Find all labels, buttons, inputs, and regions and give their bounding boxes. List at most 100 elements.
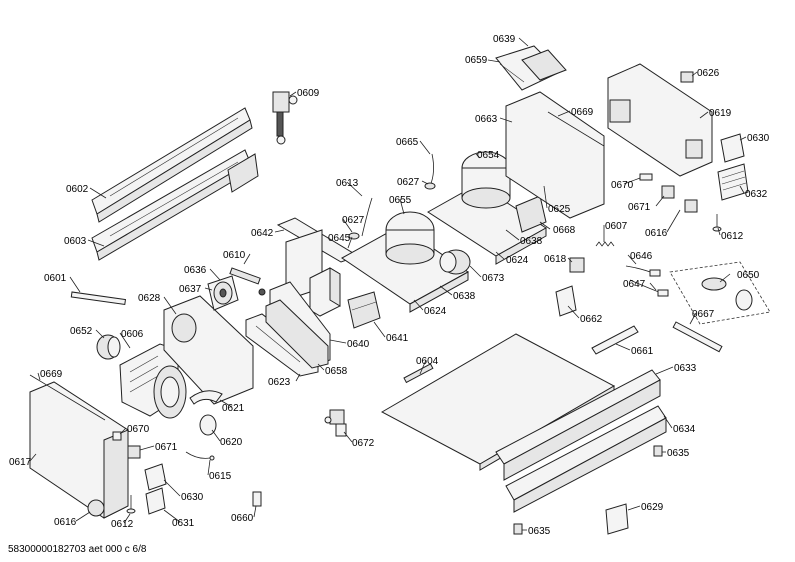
compressor-base-left bbox=[341, 225, 469, 313]
heater-assembly bbox=[669, 261, 771, 325]
part-label-0619: 0619 bbox=[709, 108, 732, 119]
part-label-0641: 0641 bbox=[386, 333, 409, 344]
part-label-0612: 0612 bbox=[111, 519, 134, 530]
cover-lower bbox=[144, 463, 167, 491]
part-label-0601: 0601 bbox=[44, 273, 67, 284]
part-label-0669: 0669 bbox=[571, 107, 594, 118]
fan-housing bbox=[119, 343, 187, 419]
part-label-0660: 0660 bbox=[231, 513, 254, 524]
part-label-0663: 0663 bbox=[475, 114, 498, 125]
part-label-0626: 0626 bbox=[697, 68, 720, 79]
knob-lower bbox=[87, 499, 105, 517]
document-id: 58300000182703 aet 000 c 6/8 bbox=[8, 544, 147, 555]
part-label-0671: 0671 bbox=[155, 442, 178, 453]
part-label-0630: 0630 bbox=[181, 492, 204, 503]
part-label-0662: 0662 bbox=[580, 314, 603, 325]
part-label-0667: 0667 bbox=[692, 309, 715, 320]
part-label-0631: 0631 bbox=[172, 518, 195, 529]
part-label-0670: 0670 bbox=[127, 424, 150, 435]
part-label-0630: 0630 bbox=[747, 133, 770, 144]
part-label-0665: 0665 bbox=[396, 137, 419, 148]
part-label-0610: 0610 bbox=[223, 250, 246, 261]
mounting-bracket bbox=[605, 503, 629, 535]
clip-lower bbox=[112, 431, 122, 441]
grommet-upper bbox=[424, 182, 436, 190]
part-label-0669: 0669 bbox=[40, 369, 63, 380]
part-label-0623: 0623 bbox=[268, 377, 291, 388]
compressor-right bbox=[461, 151, 511, 209]
rear-panel bbox=[505, 91, 605, 219]
bracket-lower bbox=[127, 445, 141, 459]
part-label-0602: 0602 bbox=[66, 184, 89, 195]
board-frame bbox=[265, 299, 329, 369]
bracket-upper bbox=[661, 185, 675, 199]
part-label-0632: 0632 bbox=[745, 189, 768, 200]
end-cap-bottom bbox=[513, 523, 523, 535]
part-label-0615: 0615 bbox=[209, 471, 232, 482]
trim-strip-upper bbox=[91, 107, 253, 223]
switch-cube bbox=[569, 257, 585, 273]
part-label-0636: 0636 bbox=[184, 265, 207, 276]
wiring-harness bbox=[625, 265, 669, 297]
starter-box bbox=[515, 195, 547, 233]
thin-rod-upper bbox=[547, 111, 605, 147]
part-label-0624: 0624 bbox=[506, 255, 529, 266]
part-label-0634: 0634 bbox=[673, 424, 696, 435]
rocker-switch bbox=[680, 71, 694, 83]
part-label-0658: 0658 bbox=[325, 366, 348, 377]
part-label-0628: 0628 bbox=[138, 293, 161, 304]
drain-tube bbox=[429, 153, 434, 187]
evaporator-fan bbox=[207, 275, 239, 311]
roller bbox=[96, 334, 121, 360]
part-label-0635: 0635 bbox=[528, 526, 551, 537]
thin-rod-lower bbox=[29, 374, 106, 421]
part-label-0621: 0621 bbox=[222, 403, 245, 414]
part-label-0624: 0624 bbox=[424, 306, 447, 317]
part-label-0627: 0627 bbox=[342, 215, 365, 226]
part-label-0620: 0620 bbox=[220, 437, 243, 448]
fan-panel bbox=[163, 295, 254, 405]
part-label-0616: 0616 bbox=[54, 517, 77, 528]
part-label-0635: 0635 bbox=[667, 448, 690, 459]
part-label-0638: 0638 bbox=[453, 291, 476, 302]
part-label-0671: 0671 bbox=[628, 202, 651, 213]
clip-upper bbox=[639, 173, 653, 181]
part-label-0604: 0604 bbox=[416, 356, 439, 367]
screw-upper bbox=[712, 214, 722, 232]
part-label-0618: 0618 bbox=[544, 254, 567, 265]
cover-small bbox=[145, 487, 166, 515]
heater-rod bbox=[672, 321, 723, 353]
curved-bracket bbox=[189, 390, 223, 405]
wire bbox=[185, 451, 215, 461]
part-label-0633: 0633 bbox=[674, 363, 697, 374]
knob-upper bbox=[684, 199, 698, 213]
part-label-0606: 0606 bbox=[121, 329, 144, 340]
upper-frame bbox=[607, 63, 713, 177]
solenoid-valve bbox=[324, 409, 347, 437]
cover-upper bbox=[720, 133, 745, 163]
part-label-0654: 0654 bbox=[477, 150, 500, 161]
condenser-motor bbox=[439, 249, 471, 275]
part-label-0609: 0609 bbox=[297, 88, 320, 99]
part-label-0612: 0612 bbox=[721, 231, 744, 242]
sensor-bracket bbox=[229, 267, 266, 296]
clamp-cover bbox=[555, 285, 577, 317]
part-label-0672: 0672 bbox=[352, 438, 375, 449]
compressor-left bbox=[385, 211, 435, 265]
part-label-0627: 0627 bbox=[397, 177, 420, 188]
grommet-lower bbox=[348, 232, 360, 240]
transformer-box bbox=[309, 267, 341, 317]
part-label-0645: 0645 bbox=[328, 233, 351, 244]
part-label-0638: 0638 bbox=[520, 236, 543, 247]
part-labels: 0639 0659 0626 0609 0669 0663 0619 0630 … bbox=[9, 34, 770, 537]
part-label-0640: 0640 bbox=[347, 339, 370, 350]
part-label-0617: 0617 bbox=[9, 457, 32, 468]
part-label-0647: 0647 bbox=[623, 279, 646, 290]
part-label-0650: 0650 bbox=[737, 270, 760, 281]
vent-cover bbox=[717, 163, 749, 201]
control-module-top bbox=[495, 45, 567, 91]
part-label-0668: 0668 bbox=[553, 225, 576, 236]
part-label-0646: 0646 bbox=[630, 251, 653, 262]
part-label-0637: 0637 bbox=[179, 284, 202, 295]
spring bbox=[595, 241, 615, 247]
